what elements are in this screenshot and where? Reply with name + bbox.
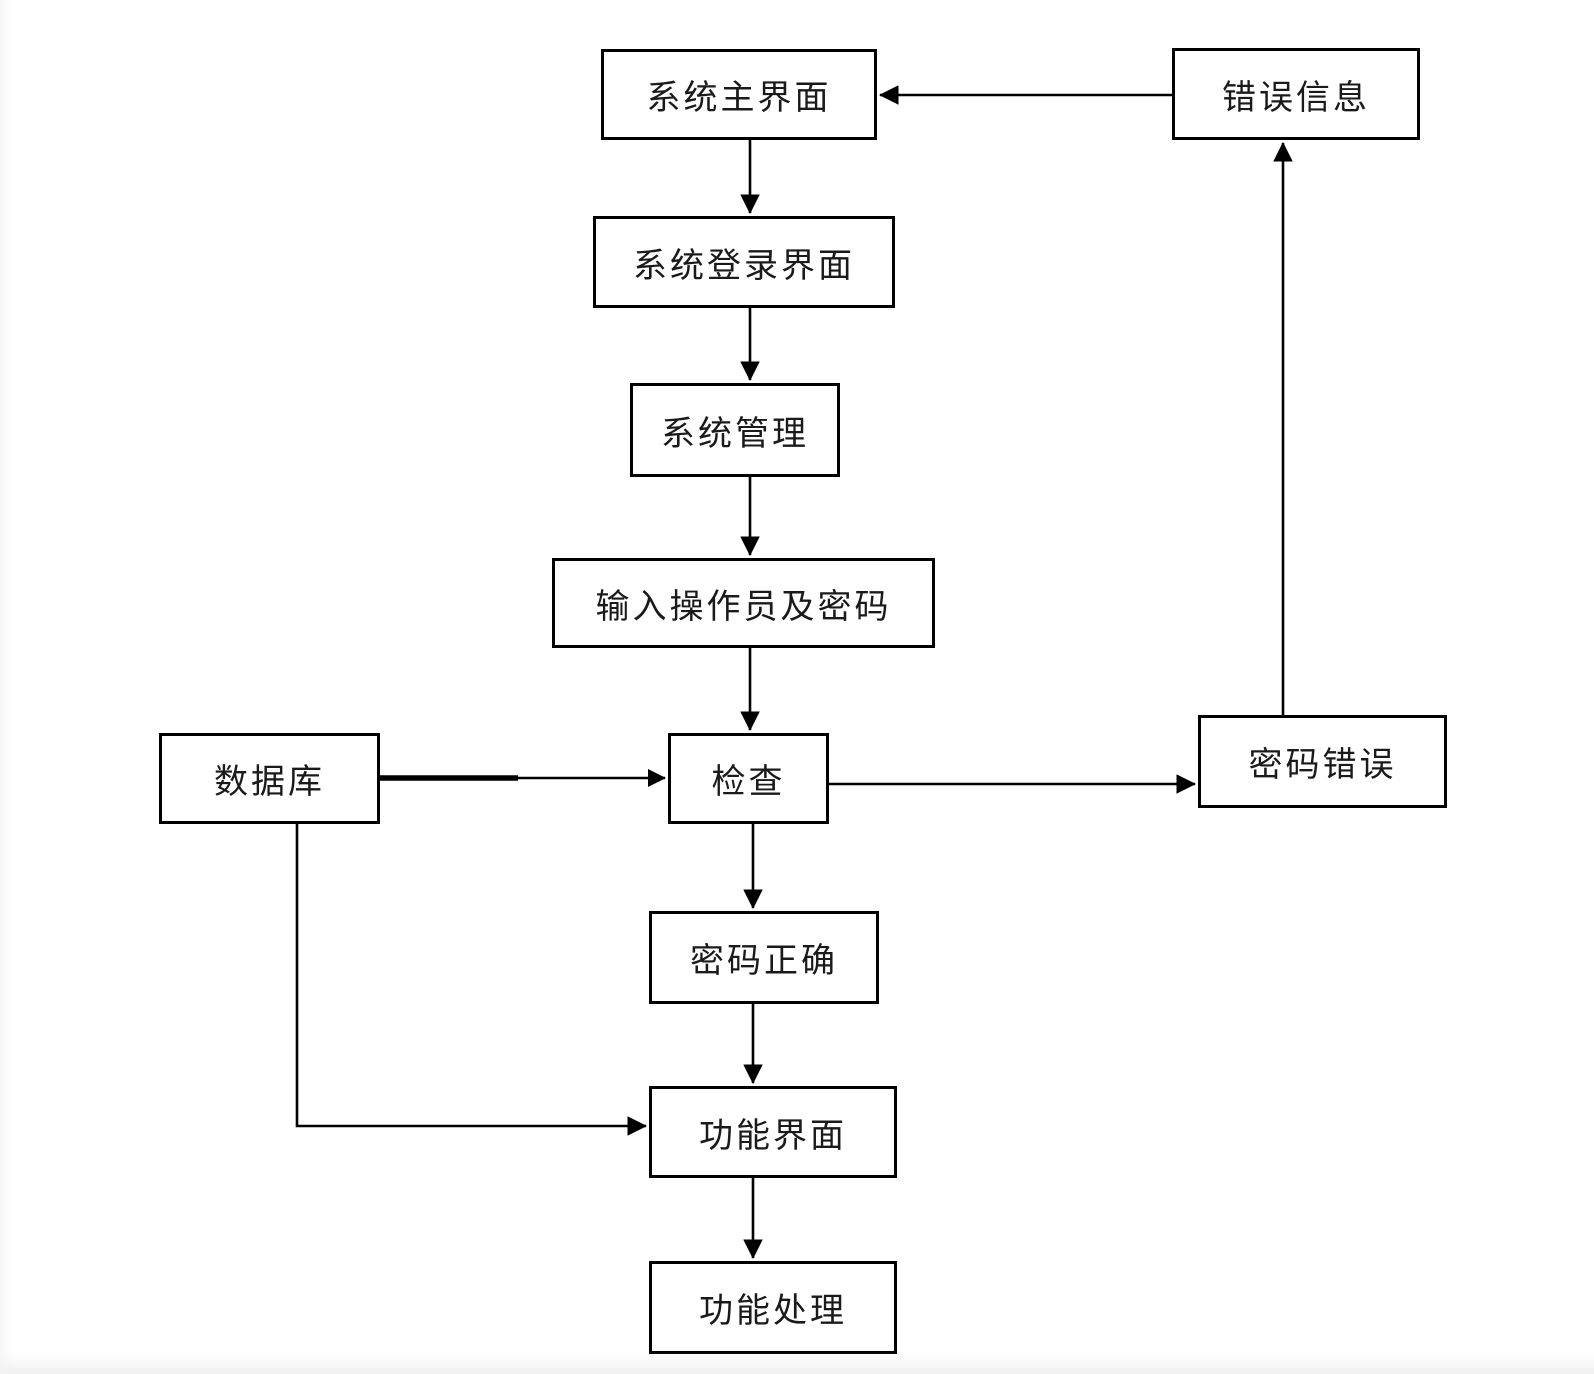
- node-system-login-ui-label: 系统登录界面: [633, 247, 855, 285]
- node-function-ui-label: 功能界面: [699, 1117, 847, 1155]
- node-password-error: 密码错误: [1198, 715, 1447, 808]
- node-function-processing: 功能处理: [649, 1261, 897, 1354]
- node-error-info-label: 错误信息: [1222, 79, 1370, 117]
- node-database: 数据库: [159, 733, 380, 824]
- node-system-management-label: 系统管理: [661, 415, 809, 453]
- node-input-operator-password-label: 输入操作员及密码: [595, 588, 892, 626]
- node-system-main-ui-label: 系统主界面: [646, 80, 832, 117]
- edge-database-funcui: [295, 824, 647, 1136]
- node-password-correct-label: 密码正确: [690, 943, 838, 980]
- node-function-ui: 功能界面: [649, 1086, 897, 1178]
- node-password-correct: 密码正确: [649, 911, 879, 1004]
- node-error-info: 错误信息: [1172, 48, 1420, 140]
- node-check-label: 检查: [711, 764, 786, 801]
- node-input-operator-password: 输入操作员及密码: [552, 558, 935, 648]
- node-database-label: 数据库: [214, 764, 325, 801]
- node-system-management: 系统管理: [630, 383, 840, 477]
- node-password-error-label: 密码错误: [1248, 747, 1397, 784]
- node-check: 检查: [668, 733, 829, 824]
- node-system-main-ui: 系统主界面: [601, 49, 877, 140]
- node-system-login-ui: 系统登录界面: [593, 216, 895, 308]
- node-function-processing-label: 功能处理: [699, 1293, 847, 1330]
